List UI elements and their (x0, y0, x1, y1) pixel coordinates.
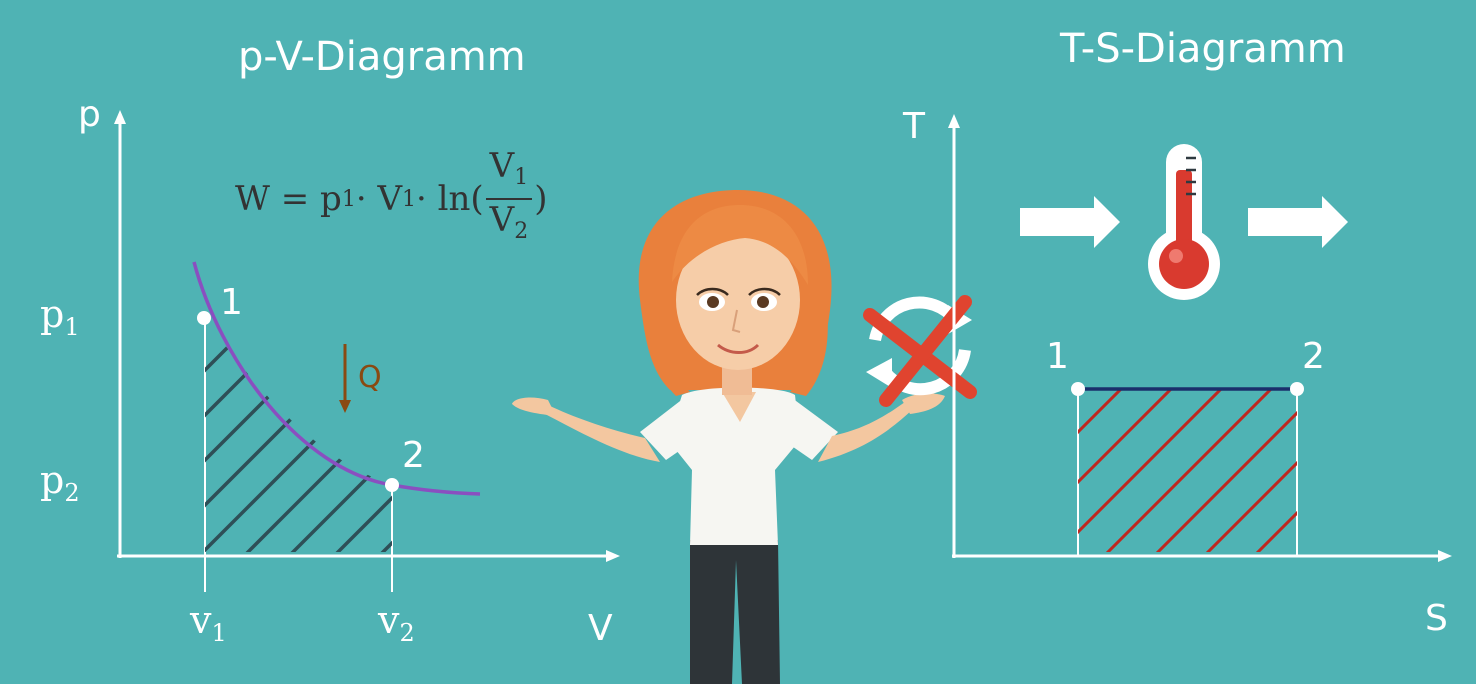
pv-diagram-title: p-V-Diagramm (238, 34, 526, 80)
ts-y-arrowhead (948, 114, 960, 128)
arrow-right-icon (1248, 196, 1348, 248)
isotherm-curve (192, 261, 481, 496)
ts-diagram-title: T-S-Diagramm (1060, 26, 1346, 72)
v2-label: v2 (378, 598, 415, 647)
pv-y-arrowhead (114, 110, 126, 124)
ts-x-axis-label: S (1425, 598, 1448, 639)
ts-point-2-label: 2 (1302, 336, 1325, 377)
pv-point-1-label: 1 (220, 282, 243, 323)
ts-heat-hatch (1078, 390, 1297, 552)
pv-point-2-label: 2 (402, 435, 425, 476)
ts-y-axis-label: T (903, 106, 925, 147)
thermometer-icon (1148, 144, 1220, 300)
volume-ratio-fraction: V1 V2 (485, 146, 533, 252)
pv-state-point-1 (197, 311, 211, 325)
presenter-character (512, 190, 945, 684)
p2-label: p2 (40, 458, 80, 507)
heat-arrow-head (339, 400, 351, 413)
arrow-right-icon (1020, 196, 1120, 248)
ts-diagram (948, 114, 1452, 562)
ts-state-point-1 (1071, 382, 1085, 396)
ts-state-point-2 (1290, 382, 1304, 396)
heat-label: Q (358, 360, 382, 395)
v1-label: v1 (190, 598, 227, 647)
p1-label: p1 (40, 292, 80, 341)
pv-x-arrowhead (606, 550, 620, 562)
ts-x-arrowhead (1438, 550, 1452, 562)
pv-x-axis-label: V (588, 608, 613, 649)
ts-point-1-label: 1 (1046, 336, 1069, 377)
pv-state-point-2 (385, 478, 399, 492)
pv-y-axis-label: p (78, 94, 101, 135)
